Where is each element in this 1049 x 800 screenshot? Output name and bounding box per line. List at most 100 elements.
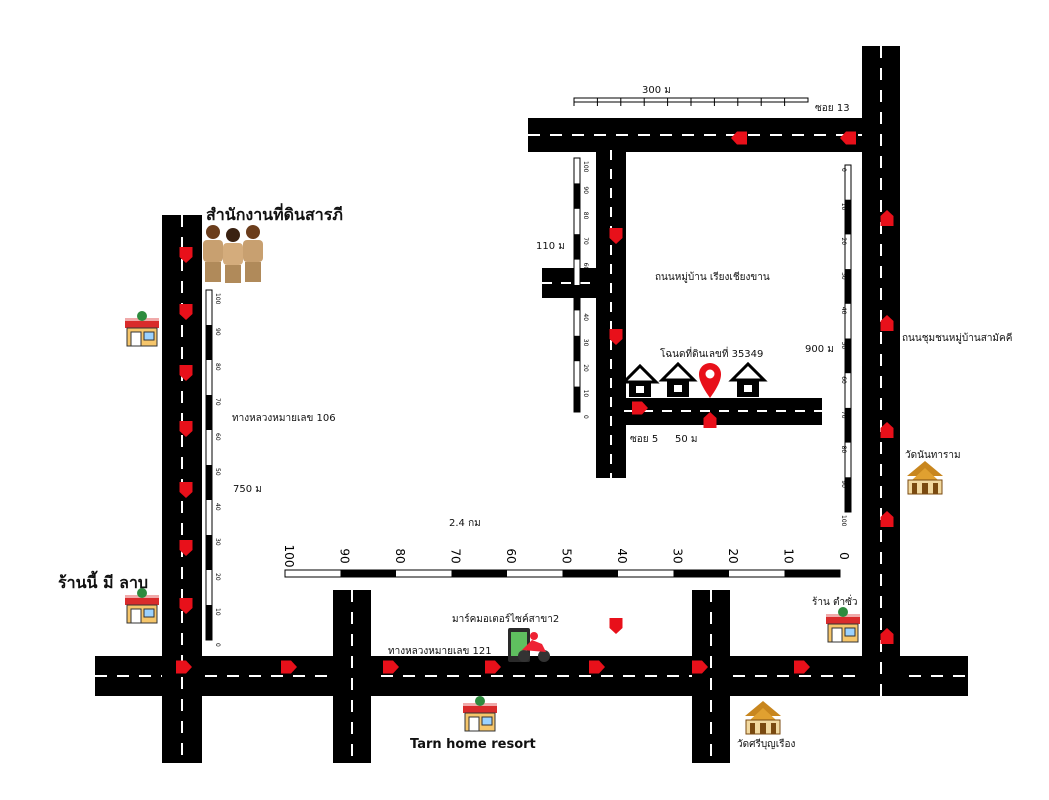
- traffic-arrow: [880, 628, 894, 644]
- scale-tick-label: 0: [840, 168, 847, 172]
- traffic-arrow: [692, 660, 708, 674]
- traffic-arrow: [880, 511, 894, 527]
- scale-tick-label: 90: [338, 548, 352, 563]
- traffic-arrow: [485, 660, 501, 674]
- scale-tick-label: 10: [214, 608, 221, 616]
- distance-300m: 300 ม: [642, 85, 671, 96]
- scale-tick-label: 40: [214, 503, 221, 511]
- traffic-arrow: [179, 482, 193, 498]
- traffic-arrow: [880, 422, 894, 438]
- scale-tick-label: 90: [582, 186, 589, 194]
- roads: [95, 46, 968, 763]
- label-motorcycle-shop: มาร์คมอเตอร์ไซค์สาขา2: [452, 614, 560, 625]
- traffic-arrow: [609, 618, 623, 634]
- scale-tick-label: 20: [726, 548, 740, 563]
- scale-tick-label: 80: [393, 548, 407, 563]
- label-community-road: ถนนชุมชนหมู่บ้านสามัคคี: [902, 333, 1013, 344]
- scale-tick-label: 10: [582, 390, 589, 398]
- scale-tick-label: 100: [840, 515, 847, 527]
- scale-tick-label: 90: [214, 328, 221, 336]
- label-wat-nanthaaram: วัดนันทาราม: [905, 450, 961, 461]
- scale-tick-label: 70: [214, 398, 221, 406]
- road-highway-121: [95, 656, 968, 696]
- scale-tick-label: 50: [214, 468, 221, 476]
- scale-tick-label: 40: [615, 548, 629, 563]
- traffic-arrow: [179, 598, 193, 614]
- scale-tick-label: 30: [671, 548, 685, 563]
- traffic-arrows: [176, 131, 894, 674]
- traffic-arrow: [880, 315, 894, 331]
- house-icon: [728, 361, 768, 397]
- scale-tick-label: 40: [840, 307, 847, 315]
- scale-tick-label: 60: [840, 376, 847, 384]
- scale-tick-label: 80: [214, 363, 221, 371]
- scale-tick-label: 70: [449, 548, 463, 563]
- traffic-arrow: [609, 329, 623, 345]
- scale-tick-label: 60: [214, 433, 221, 441]
- traffic-arrow: [383, 660, 399, 674]
- scale-tick-label: 20: [582, 364, 589, 372]
- distance-2-4km: 2.4 กม: [449, 518, 481, 529]
- traffic-arrow: [609, 228, 623, 244]
- traffic-arrow: [880, 210, 894, 226]
- traffic-arrow: [281, 660, 297, 674]
- label-shop-tam-sua: ร้าน ตำซั่ว: [812, 597, 858, 608]
- scale-tick-label: 10: [782, 548, 796, 563]
- road-village: [596, 150, 626, 478]
- scale-tick-label: 0: [582, 415, 589, 419]
- shop-icon: [124, 310, 160, 352]
- scale-tick-label: 50: [582, 288, 589, 296]
- shop-icon: [462, 695, 498, 737]
- temple-icon: [902, 460, 948, 500]
- traffic-arrow: [179, 540, 193, 556]
- house-icon: [620, 363, 660, 397]
- scale-tick-label: 0: [214, 643, 221, 647]
- scale-tick-label: 20: [214, 573, 221, 581]
- traffic-arrow: [731, 131, 747, 145]
- land-office-officers-icon: [203, 225, 263, 283]
- scale-tick-label: 30: [840, 272, 847, 280]
- distance-900m: 900 ม: [805, 344, 834, 355]
- scale-tick-label: 50: [560, 548, 574, 563]
- scale-tick-label: 80: [840, 446, 847, 454]
- label-shop-nee-mee-larb: ร้านนี้ มี ลาบ: [58, 573, 149, 592]
- traffic-arrow: [794, 660, 810, 674]
- traffic-arrow: [179, 421, 193, 437]
- traffic-arrow: [179, 247, 193, 263]
- distance-50m: 50 ม: [675, 434, 698, 445]
- traffic-arrow: [703, 412, 717, 428]
- label-tarn-home-resort: Tarn home resort: [410, 737, 536, 752]
- traffic-arrow: [589, 660, 605, 674]
- scale-tick-label: 80: [582, 212, 589, 220]
- scale-tick-label: 30: [214, 538, 221, 546]
- label-soi-5: ซอย 5: [630, 434, 659, 445]
- motorcycle-shop-icon: [508, 628, 550, 662]
- house-icon: [658, 361, 698, 397]
- road-community: [862, 46, 900, 696]
- traffic-arrow: [176, 660, 192, 674]
- traffic-arrow: [179, 304, 193, 320]
- label-highway-121: ทางหลวงหมายเลข 121: [388, 646, 492, 657]
- scale-tick-label: 40: [582, 313, 589, 321]
- scale-tick-label: 100: [582, 161, 589, 173]
- label-deed: โฉนดที่ดินเลขที่ 35349: [660, 349, 764, 360]
- scale-tick-label: 20: [840, 237, 847, 245]
- label-village-road: ถนนหมู่บ้าน เรียงเชียงขาน: [655, 272, 770, 283]
- shop-icon: [825, 606, 861, 648]
- traffic-arrow: [179, 365, 193, 381]
- scale-tick-label: 0: [837, 552, 851, 560]
- scale-tick-label: 90: [840, 480, 847, 488]
- scale-tick-label: 100: [214, 293, 221, 305]
- shop-icon: [124, 587, 160, 629]
- traffic-arrow: [840, 131, 856, 145]
- location-pin-icon: [699, 363, 721, 398]
- scale-tick-label: 70: [840, 411, 847, 419]
- scale-tick-label: 60: [504, 548, 518, 563]
- label-highway-106: ทางหลวงหมายเลข 106: [232, 413, 336, 424]
- distance-110m: 110 ม: [536, 241, 565, 252]
- label-land-office: สำนักงานที่ดินสารภี: [206, 205, 343, 224]
- scale-tick-label: 50: [840, 342, 847, 350]
- scale-tick-label: 10: [840, 203, 847, 211]
